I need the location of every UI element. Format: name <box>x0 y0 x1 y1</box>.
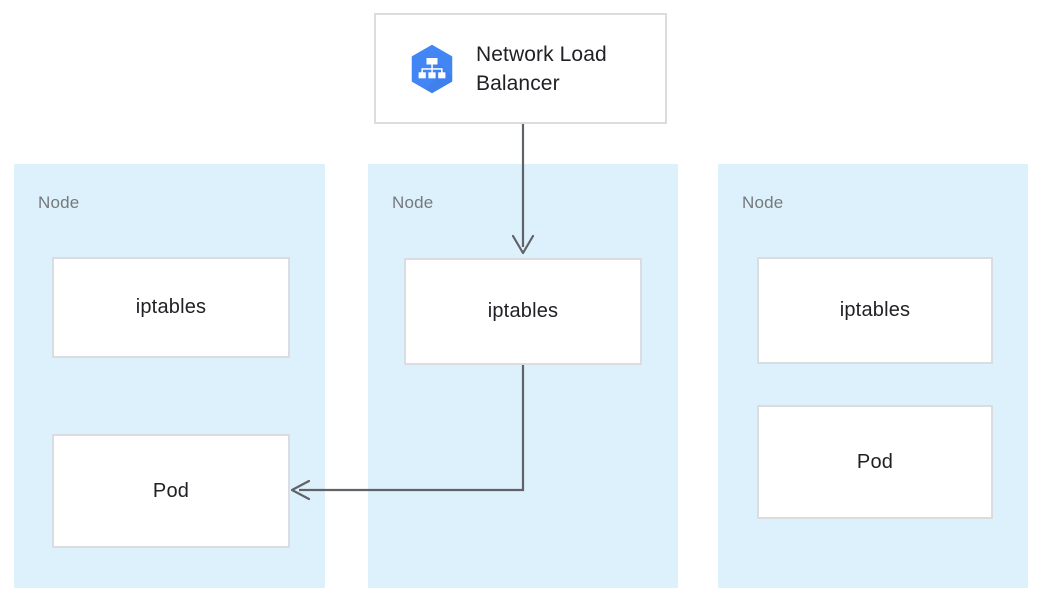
network-load-balancer-card[interactable]: Network Load Balancer <box>374 13 667 124</box>
node-1-pod-label: Pod <box>152 479 190 502</box>
node-1-iptables-box[interactable]: iptables <box>52 257 290 358</box>
node-2-iptables-label: iptables <box>487 300 559 322</box>
network-load-balancer-label: Network Load Balancer <box>476 42 607 95</box>
node-1-label: Node <box>38 193 80 212</box>
node-column-3: Node <box>718 164 1028 588</box>
node-1-iptables-label: iptables <box>135 296 207 318</box>
node-2-label: Node <box>392 193 434 212</box>
node-3-pod-label: Pod <box>856 450 894 473</box>
network-load-balancer-icon <box>411 44 453 93</box>
node-3-iptables-label: iptables <box>839 299 911 321</box>
node-1-pod-box[interactable]: Pod <box>52 434 290 548</box>
node-3-pod-box[interactable]: Pod <box>757 405 993 519</box>
node-2-iptables-box[interactable]: iptables <box>404 258 642 365</box>
node-3-iptables-box[interactable]: iptables <box>757 257 993 364</box>
node-3-label: Node <box>742 193 784 212</box>
node-column-2: Node <box>368 164 678 588</box>
